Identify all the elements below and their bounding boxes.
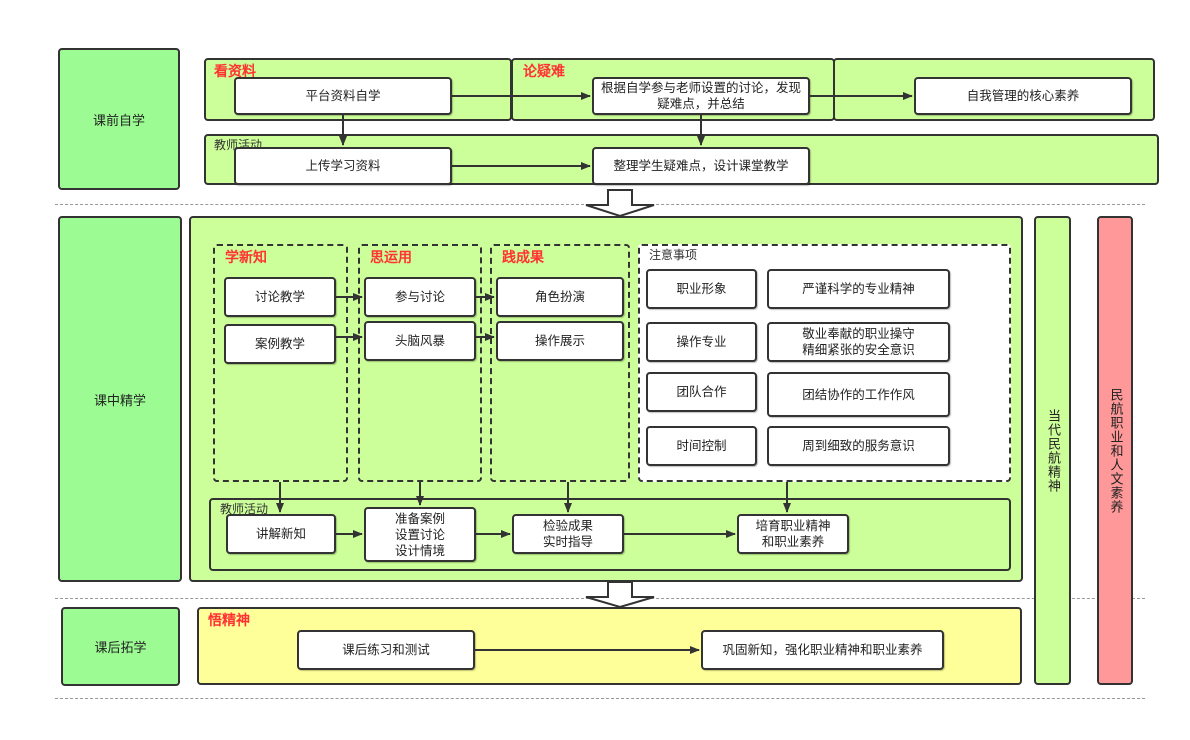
box-self-management[interactable]: 自我管理的核心素养 xyxy=(914,77,1132,115)
lane-post-title: 悟精神 xyxy=(208,613,250,629)
box-prepare-case[interactable]: 准备案例 设置讨论 设计情境 xyxy=(364,507,476,562)
box-self-management-label: 自我管理的核心素养 xyxy=(966,88,1080,103)
box-prepare-case-label: 准备案例 设置讨论 设计情境 xyxy=(394,510,445,558)
sidebar-civil-aviation-spirit: 当代民航精神 xyxy=(1034,216,1071,685)
box-discussion-teaching[interactable]: 讨论教学 xyxy=(224,277,336,317)
note-item-professional-image[interactable]: 职业形象 xyxy=(646,269,757,309)
group-practice: 践成果 xyxy=(490,244,630,482)
note-quality-rigorous[interactable]: 严谨科学的专业精神 xyxy=(767,269,950,309)
note-item-label: 操作专业 xyxy=(676,334,727,349)
box-role-play-label: 角色扮演 xyxy=(534,289,585,304)
group-practice-title: 践成果 xyxy=(502,250,544,266)
box-join-discussion[interactable]: 参与讨论 xyxy=(364,277,476,317)
box-exercise-test-label: 课后练习和测试 xyxy=(342,642,430,657)
note-quality-dedication[interactable]: 敬业奉献的职业操守 精细紧张的安全意识 xyxy=(767,322,950,362)
group-learn-title: 学新知 xyxy=(225,250,267,266)
note-quality-teamwork[interactable]: 团结协作的工作作风 xyxy=(767,372,950,417)
note-item-operation[interactable]: 操作专业 xyxy=(646,322,757,362)
phase-pre-class-label: 课前自学 xyxy=(92,113,145,129)
note-item-time-control[interactable]: 时间控制 xyxy=(646,426,757,466)
box-operation-demo[interactable]: 操作展示 xyxy=(496,321,624,361)
block-arrow-in-to-post xyxy=(585,581,655,609)
box-brainstorm-label: 头脑风暴 xyxy=(394,333,445,348)
box-exercise-test[interactable]: 课后练习和测试 xyxy=(297,630,475,670)
phase-post-class-label: 课后拓学 xyxy=(94,641,147,656)
box-explain-new-label: 讲解新知 xyxy=(255,526,306,541)
box-operation-demo-label: 操作展示 xyxy=(534,333,585,348)
note-quality-label: 严谨科学的专业精神 xyxy=(802,281,915,296)
phase-pre-class: 课前自学 xyxy=(58,48,180,190)
phase-in-class-label: 课中精学 xyxy=(93,393,146,409)
group-learn-new: 学新知 xyxy=(213,244,348,482)
note-item-teamwork[interactable]: 团队合作 xyxy=(646,372,757,412)
box-check-results[interactable]: 检验成果 实时指导 xyxy=(512,514,624,554)
box-discussion-teaching-label: 讨论教学 xyxy=(254,289,305,304)
phase-in-class: 课中精学 xyxy=(58,216,182,582)
section-discuss-title: 论疑难 xyxy=(523,64,565,80)
box-design-teaching[interactable]: 整理学生疑难点，设计课堂教学 xyxy=(592,147,810,185)
box-upload-materials[interactable]: 上传学习资料 xyxy=(234,147,452,185)
box-design-teaching-label: 整理学生疑难点，设计课堂教学 xyxy=(613,158,789,173)
note-quality-label: 敬业奉献的职业操守 精细紧张的安全意识 xyxy=(802,326,915,357)
box-check-results-label: 检验成果 实时指导 xyxy=(542,518,593,549)
section-look-title: 看资料 xyxy=(214,64,256,80)
box-cultivate-spirit-label: 培育职业精神 和职业素养 xyxy=(755,518,831,549)
box-explain-new[interactable]: 讲解新知 xyxy=(226,514,336,554)
group-apply-title: 思运用 xyxy=(370,250,412,266)
box-discussion-summary-label: 根据自学参与老师设置的讨论，发现疑难点，并总结 xyxy=(600,80,801,111)
box-consolidate[interactable]: 巩固新知，强化职业精神和职业素养 xyxy=(701,630,944,670)
sidebar-civil-aviation-spirit-label: 当代民航精神 xyxy=(1045,408,1060,493)
box-platform-self-study[interactable]: 平台资料自学 xyxy=(234,77,452,115)
group-apply: 思运用 xyxy=(358,244,482,482)
divider-in-post xyxy=(55,598,1145,599)
box-join-discussion-label: 参与讨论 xyxy=(394,289,445,304)
note-quality-service[interactable]: 周到细致的服务意识 xyxy=(767,426,950,466)
box-upload-materials-label: 上传学习资料 xyxy=(305,158,381,173)
block-arrow-pre-to-in xyxy=(585,189,655,218)
divider-pre-in xyxy=(55,204,1145,205)
lane-in-teacher-label: 教师活动 xyxy=(220,502,269,516)
box-brainstorm[interactable]: 头脑风暴 xyxy=(364,321,476,361)
note-item-label: 职业形象 xyxy=(676,281,727,296)
sidebar-professional-literacy-label: 民航职业和人文素养 xyxy=(1107,387,1123,514)
box-case-teaching[interactable]: 案例教学 xyxy=(224,324,336,364)
note-item-label: 团队合作 xyxy=(676,384,727,399)
box-consolidate-label: 巩固新知，强化职业精神和职业素养 xyxy=(722,642,923,657)
divider-bottom xyxy=(55,698,1145,699)
box-case-teaching-label: 案例教学 xyxy=(254,336,305,351)
note-quality-label: 团结协作的工作作风 xyxy=(802,386,915,402)
note-quality-label: 周到细致的服务意识 xyxy=(802,438,915,453)
note-item-label: 时间控制 xyxy=(676,438,727,453)
box-platform-self-study-label: 平台资料自学 xyxy=(305,88,381,103)
group-notes-title: 注意事项 xyxy=(649,248,698,262)
sidebar-professional-literacy: 民航职业和人文素养 xyxy=(1097,216,1133,685)
phase-post-class: 课后拓学 xyxy=(61,607,180,686)
box-role-play[interactable]: 角色扮演 xyxy=(496,277,624,317)
box-cultivate-spirit[interactable]: 培育职业精神 和职业素养 xyxy=(737,514,849,554)
box-discussion-summary[interactable]: 根据自学参与老师设置的讨论，发现疑难点，并总结 xyxy=(592,77,810,115)
